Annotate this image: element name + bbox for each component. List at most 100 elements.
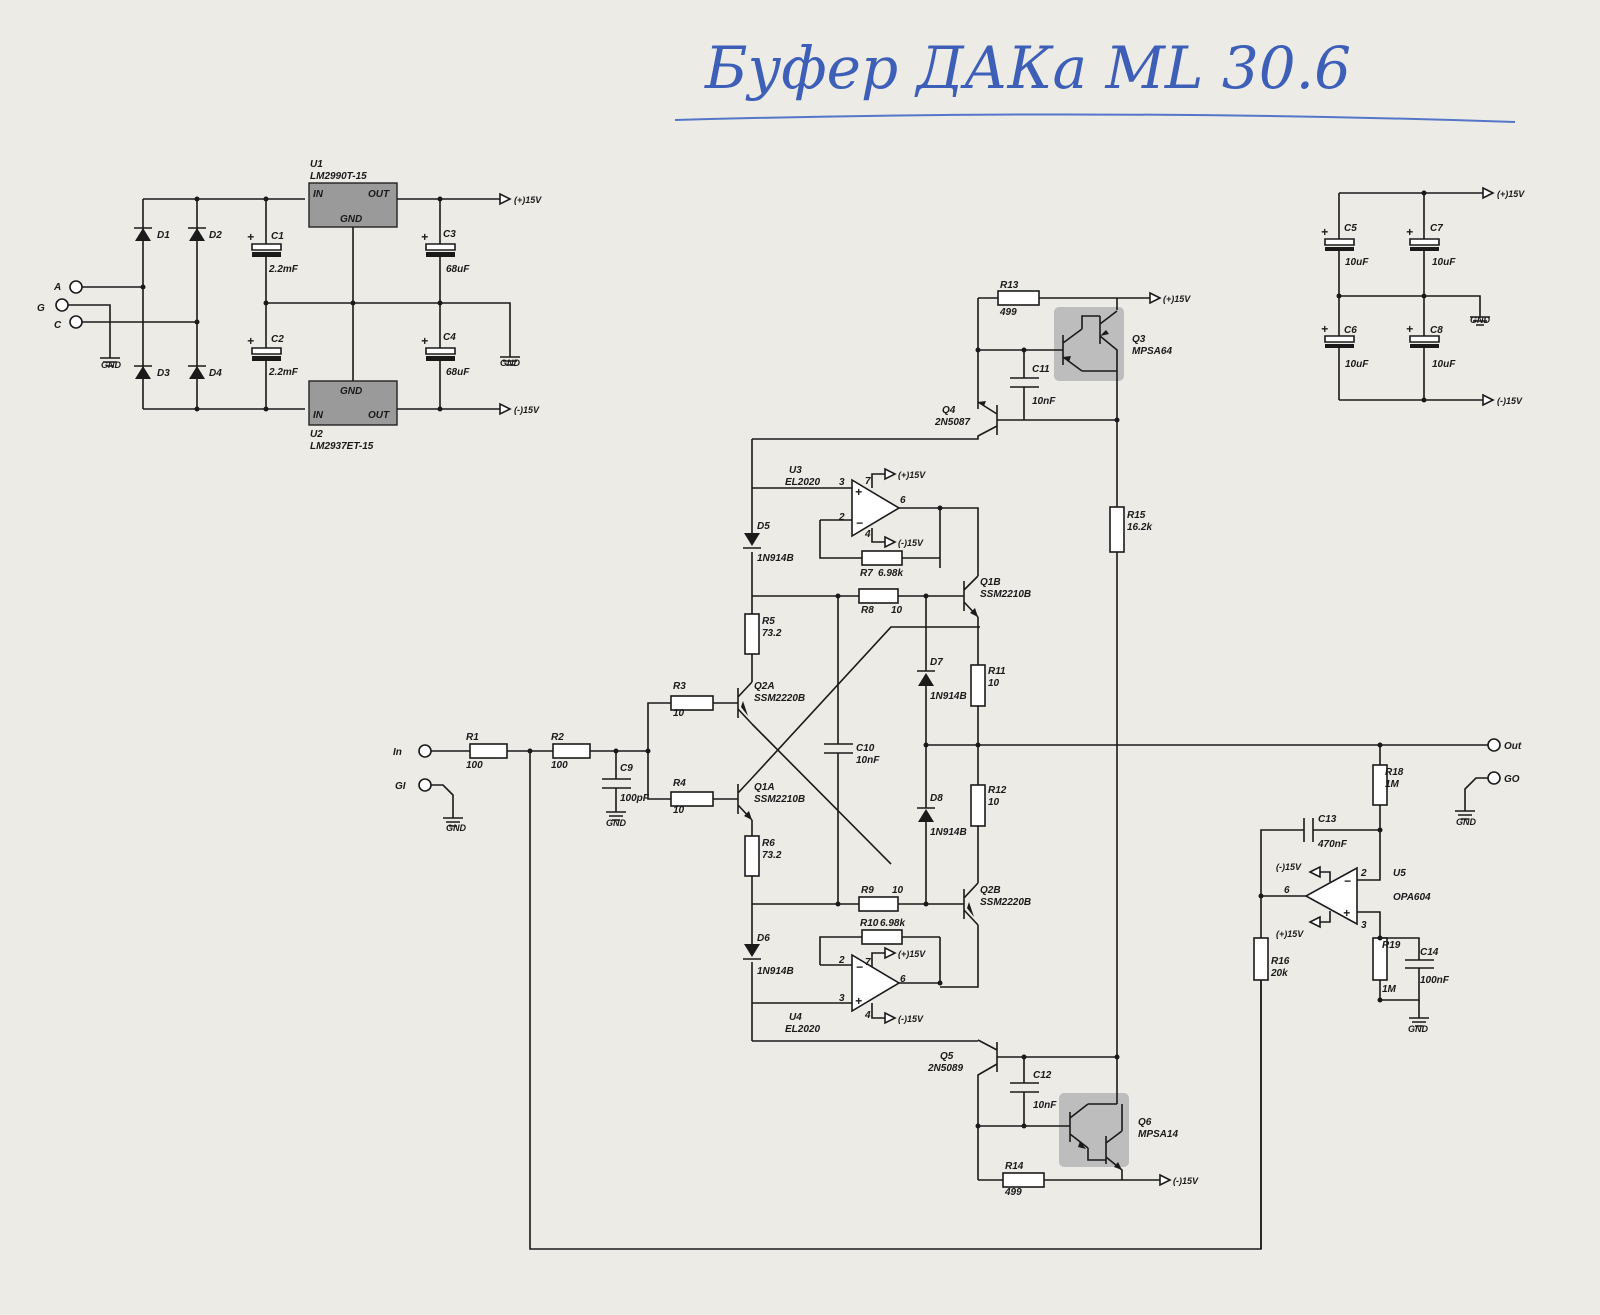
c6-plus: +: [1321, 322, 1328, 336]
u1-gnd-pin: GND: [340, 214, 362, 225]
u4-pin6: 6: [900, 974, 906, 985]
c10-value: 10nF: [856, 755, 880, 766]
d8-ref: D8: [930, 793, 943, 804]
d6-ref: D6: [757, 933, 770, 944]
c4-ref: C4: [443, 332, 456, 343]
output-stage-top: R13 499 (+)15V Q3 MPSA64 C11 10nF Q4 2N5…: [752, 280, 1191, 1057]
q5-ref: Q5: [940, 1051, 954, 1062]
q1b-ref: Q1B: [980, 577, 1001, 588]
neg15-label: (-)15V: [1276, 862, 1302, 872]
u5-pin3: 3: [1361, 920, 1367, 931]
u5-minus: −: [1344, 874, 1351, 888]
r8-value: 10: [891, 605, 903, 616]
c14-ref: C14: [1420, 947, 1439, 958]
pos15-label: (+)15V: [898, 949, 926, 959]
c8-value: 10uF: [1432, 359, 1456, 370]
q6-ref: Q6: [1138, 1117, 1152, 1128]
terminal-go[interactable]: [1487, 771, 1501, 785]
resistor-r1: [469, 743, 508, 759]
r12-ref: R12: [988, 785, 1007, 796]
resistor-r15: [1109, 506, 1125, 553]
diode-d7-symbol: [918, 673, 934, 686]
terminal-c[interactable]: [69, 315, 83, 329]
q6-arrow: [1078, 1141, 1086, 1149]
c8-plus: +: [1406, 322, 1413, 336]
terminal-go-label: GO: [1504, 774, 1520, 785]
pos15-label: (+)15V: [898, 470, 926, 480]
r6-value: 73.2: [762, 850, 782, 861]
junction: [1258, 893, 1264, 899]
resistor-r6: [744, 835, 760, 877]
q2a-ref: Q2A: [754, 681, 775, 692]
u2-gnd-pin: GND: [340, 386, 362, 397]
c1-ref: C1: [271, 231, 284, 242]
resistor-r16: [1253, 937, 1269, 981]
resistor-r8: [858, 588, 899, 604]
c5-plus: +: [1321, 225, 1328, 239]
r15-value: 16.2k: [1127, 522, 1152, 533]
r11-ref: R11: [988, 666, 1006, 677]
terminal-in[interactable]: [418, 744, 432, 758]
u5-pin2: 2: [1360, 868, 1367, 879]
q4-ref: Q4: [942, 405, 956, 416]
psu-junctions: [140, 190, 1427, 412]
junction: [1021, 1054, 1027, 1060]
q3-package: [1054, 307, 1124, 381]
gnd-label: GND: [101, 360, 122, 370]
c9-ref: C9: [620, 763, 633, 774]
d2-ref: D2: [209, 230, 222, 241]
u1-in-pin: IN: [313, 189, 324, 200]
r11-value: 10: [988, 678, 1000, 689]
gnd-label: GND: [1456, 817, 1477, 827]
neg15-label: (-)15V: [514, 405, 540, 415]
junction: [923, 593, 929, 599]
terminal-a[interactable]: [69, 280, 83, 294]
r13-value: 499: [999, 307, 1017, 318]
c1-value: 2.2mF: [268, 264, 299, 275]
resistor-r5: [744, 613, 760, 655]
r13-ref: R13: [1000, 280, 1019, 291]
u3-value: EL2020: [785, 477, 820, 488]
pos15-label: (+)15V: [1163, 294, 1191, 304]
terminal-g[interactable]: [55, 298, 69, 312]
d6-value: 1N914B: [757, 966, 794, 977]
d5-ref: D5: [757, 521, 770, 532]
junction: [1377, 997, 1383, 1003]
u5-plus: +: [1343, 906, 1350, 920]
u2-out-pin: OUT: [368, 410, 390, 421]
junction: [1114, 1054, 1120, 1060]
r4-ref: R4: [673, 778, 686, 789]
c11-value: 10nF: [1032, 396, 1056, 407]
terminal-out[interactable]: [1487, 738, 1501, 752]
terminal-gi[interactable]: [418, 778, 432, 792]
neg15-label: (-)15V: [898, 538, 924, 548]
opamp-u5: [1304, 866, 1358, 926]
r2-ref: R2: [551, 732, 564, 743]
c12-value: 10nF: [1033, 1100, 1057, 1111]
resistor-r4: [670, 791, 714, 807]
terminal-out-label: Out: [1504, 741, 1522, 752]
c2-plus: +: [247, 334, 254, 348]
resistor-r2: [552, 743, 591, 759]
diode-d4-symbol: [189, 366, 205, 379]
q6-value: MPSA14: [1138, 1129, 1178, 1140]
junction: [835, 901, 841, 907]
junction: [1021, 1123, 1027, 1129]
u4-pin2: 2: [838, 955, 845, 966]
gnd-label: GND: [606, 818, 627, 828]
handwritten-title: Буфер ДАКа ML 30.6: [704, 34, 1351, 102]
c6-value: 10uF: [1345, 359, 1369, 370]
u3-ref: U3: [789, 465, 802, 476]
terminal-gi-label: GI: [395, 781, 406, 792]
r8-ref: R8: [861, 605, 874, 616]
resistor-r9: [858, 896, 899, 912]
gnd-label: GND: [446, 823, 467, 833]
q5-value: 2N5089: [927, 1063, 963, 1074]
junction: [975, 347, 981, 353]
r3-ref: R3: [673, 681, 686, 692]
r19-ref: R19: [1382, 940, 1401, 951]
power-supply: A G C GND D1 D2 D3 D4 + + C1 2.2mF C2 2.…: [37, 159, 542, 452]
r18-ref: R18: [1385, 767, 1404, 778]
u1-value: LM2990T-15: [310, 171, 367, 182]
junction: [937, 980, 943, 986]
